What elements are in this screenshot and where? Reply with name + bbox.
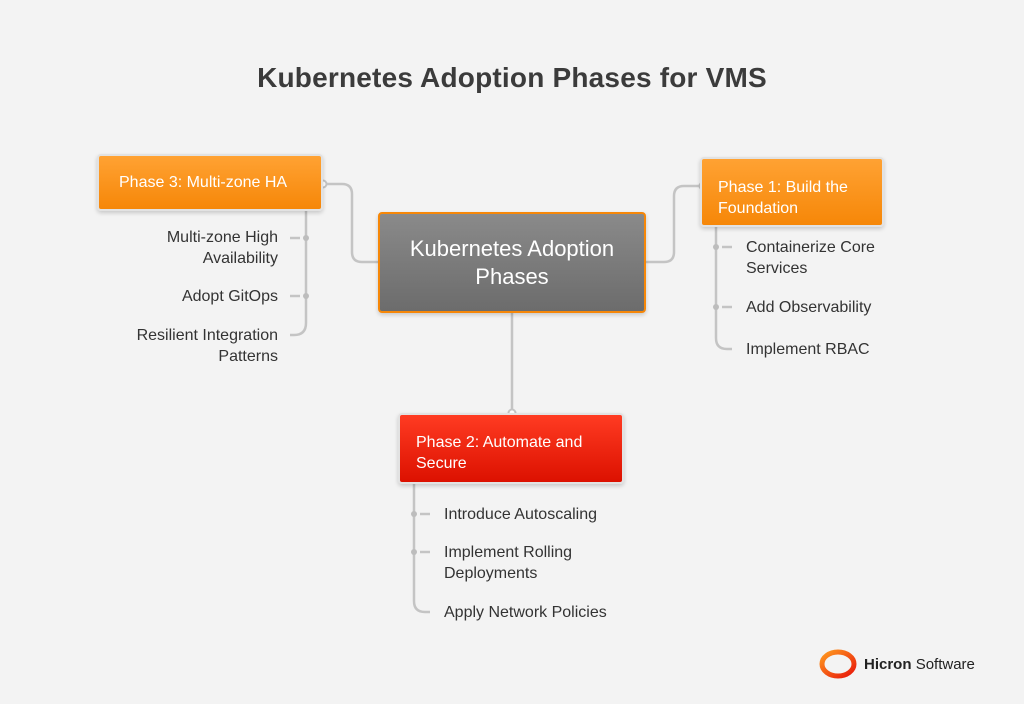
phase-2-item: Introduce Autoscaling: [444, 506, 597, 523]
center-node: Kubernetes Adoption Phases: [378, 212, 646, 313]
hicron-logo-mark: [819, 649, 857, 679]
phase-3-item: Adopt GitOps: [181, 288, 278, 305]
phase-2-node: Phase 2: Automate and Secure: [398, 413, 624, 484]
phase-1-item: Implement RBAC: [746, 341, 870, 358]
phase-3-label: Phase 3: Multi-zone HA: [119, 174, 288, 191]
phase-2-item: Implement Rolling Deployments: [444, 544, 573, 582]
phase-1-node: Phase 1: Build the Foundation: [700, 157, 884, 227]
logo-brand: Hicron: [864, 655, 912, 673]
phase-1-item: Add Observability: [746, 299, 872, 316]
logo-text: Hicron Software: [864, 656, 975, 673]
phase-3-item: Resilient Integration Patterns: [136, 327, 278, 365]
phase-1-item: Containerize Core Services: [746, 239, 875, 277]
center-node-label: Kubernetes Adoption Phases: [409, 235, 615, 289]
phase-3-item: Multi-zone High Availability: [166, 229, 278, 267]
phase-3-node: Phase 3: Multi-zone HA: [97, 154, 323, 211]
logo-suffix: Software: [915, 655, 975, 673]
phase-2-label: Phase 2: Automate and Secure: [416, 434, 583, 472]
phase-2-item: Apply Network Policies: [444, 604, 607, 621]
phase-1-label: Phase 1: Build the Foundation: [718, 179, 848, 217]
hicron-logo: Hicron Software: [818, 648, 975, 680]
diagram-title: Kubernetes Adoption Phases for VMS: [257, 62, 767, 93]
